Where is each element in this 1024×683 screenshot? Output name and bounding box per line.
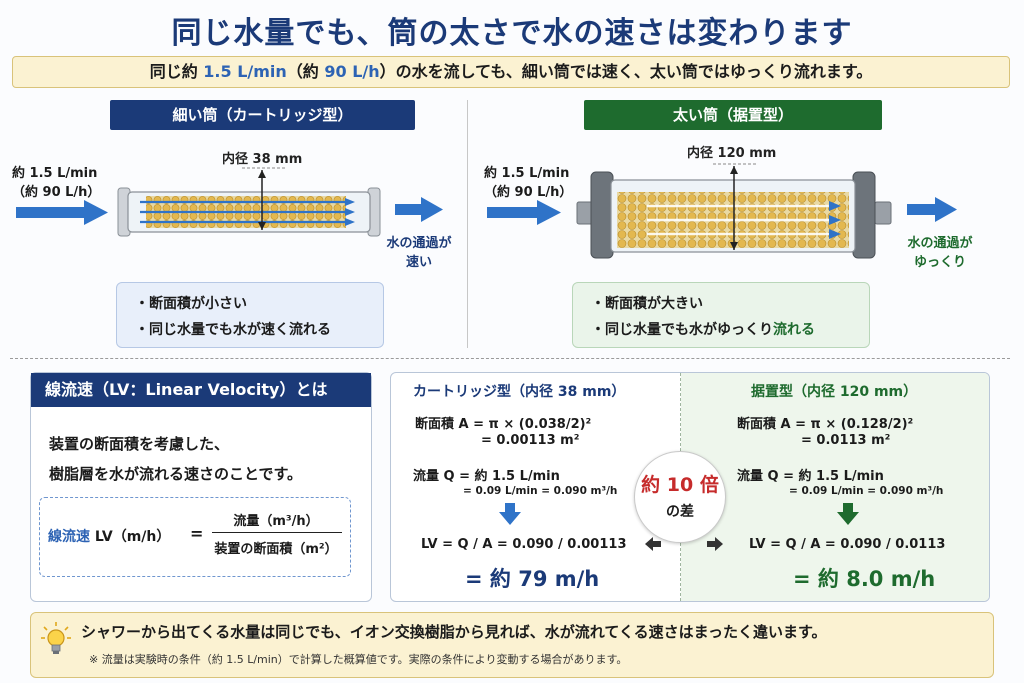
subtitle-text-1: 同じ約 (149, 62, 204, 81)
stationary-notes: ・断面積が大きい ・同じ水量でも水がゆっくり流れる (572, 282, 870, 348)
subtitle-text-3: ）の水を流しても、細い筒では速く、太い筒ではゆっくり流れます。 (379, 62, 873, 81)
stationary-outflow-label: 水の通過が ゆっくり (900, 234, 980, 272)
cartridge-outflow-label: 水の通過が 速い (384, 234, 454, 272)
calc-cartridge-lv: LV = Q / A = 0.090 / 0.00113 (421, 537, 627, 552)
lv-desc-line2: 樹脂層を水が流れる速さのことです。 (49, 465, 303, 483)
lv-header: 線流速（LV：Linear Velocity）とは (31, 373, 371, 407)
cartridge-outflow-line2: 速い (405, 255, 432, 270)
calc-stationary-area: 断面積 A = π × (0.128/2)² (737, 417, 914, 432)
stationary-inflow-lh: （約 90 L/h） (484, 185, 573, 200)
stationary-note-2: ・同じ水量でも水がゆっくり (591, 322, 773, 338)
subtitle-flow-lh: 90 L/h (324, 62, 380, 81)
calc-cartridge-flow-value: = 0.09 L/min = 0.090 m³/h (463, 485, 618, 497)
difference-ratio: 約 10 倍 (641, 474, 719, 496)
cartridge-outflow-line1: 水の通過が (386, 236, 452, 251)
subtitle-flow-lmin: 1.5 L/min (203, 62, 287, 81)
stationary-down-arrow-icon (837, 503, 859, 525)
calc-cartridge-area: 断面積 A = π × (0.038/2)² (415, 417, 592, 432)
page-title: 同じ水量でも、筒の太さで水の速さは変わります (171, 16, 853, 51)
subtitle-banner: 同じ約 1.5 L/min（約 90 L/h）の水を流しても、細い筒では速く、太… (12, 56, 1010, 88)
cartridge-header: 細い筒（カートリッジ型） (110, 100, 415, 130)
cartridge-inflow-arrow (16, 200, 108, 225)
calc-stationary-title: 据置型（内径 120 mm） (751, 384, 918, 400)
stationary-header: 太い筒（据置型） (584, 100, 882, 130)
stationary-note-1: ・断面積が大きい (591, 296, 703, 312)
cartridge-down-arrow-icon (499, 503, 521, 525)
lightbulb-icon (41, 622, 71, 654)
lv-term: 線流速 (48, 529, 90, 545)
stationary-note-2-emphasis: 流れる (773, 322, 815, 338)
lv-equals: = (190, 524, 204, 543)
arrow-right-icon (707, 537, 723, 551)
bottom-footnote: ※ 流量は実験時の条件（約 1.5 L/min）で計算した概算値です。実際の条件… (89, 653, 628, 666)
stationary-outflow-line2: ゆっくり (913, 255, 966, 270)
calc-stationary-result: = 約 8.0 m/h (793, 567, 936, 591)
cartridge-inflow-lh: （約 90 L/h） (12, 185, 101, 200)
arrow-left-icon (645, 537, 661, 551)
calc-stationary-lv: LV = Q / A = 0.090 / 0.0113 (749, 537, 946, 552)
lv-definition-card: 線流速（LV：Linear Velocity）とは 装置の断面積を考慮した、 樹… (30, 372, 372, 602)
difference-circle: 約 10 倍 の差 (634, 451, 726, 543)
calc-right-bg (681, 373, 989, 601)
lv-unit: LV（m/h） (90, 529, 171, 545)
lv-formula: 線流速 LV（m/h） = 流量（m³/h） 装置の断面積（m²） (39, 497, 351, 577)
cartridge-diagram (16, 167, 443, 237)
lv-formula-lhs: 線流速 LV（m/h） (48, 526, 170, 546)
cartridge-notes: ・断面積が小さい ・同じ水量でも水が速く流れる (116, 282, 384, 348)
calc-stationary-area-value: = 0.0113 m² (801, 433, 891, 448)
cartridge-note-2: ・同じ水量でも水が速く流れる (135, 322, 331, 338)
cartridge-inflow-lmin: 約 1.5 L/min (12, 166, 98, 181)
stationary-outflow-line1: 水の通過が (907, 236, 973, 251)
lv-desc-line1: 装置の断面積を考慮した、 (49, 435, 230, 453)
cartridge-outflow-arrow (395, 197, 443, 222)
stationary-diagram (487, 163, 957, 259)
vertical-divider (467, 100, 468, 348)
stationary-outflow-arrow (907, 197, 957, 222)
calc-cartridge-title: カートリッジ型（内径 38 mm） (413, 384, 626, 400)
bottom-main-message: シャワーから出てくる水量は同じでも、イオン交換樹脂から見れば、水が流れてくる速さ… (81, 623, 827, 641)
calc-cartridge-result: = 約 79 m/h (465, 567, 600, 591)
cartridge-inflow-label: 約 1.5 L/min （約 90 L/h） (12, 164, 100, 202)
stationary-inflow-arrow (487, 200, 561, 225)
section-divider (10, 358, 1010, 359)
lv-numerator: 流量（m³/h） (233, 514, 319, 529)
calc-cartridge-area-value: = 0.00113 m² (481, 433, 580, 448)
calc-cartridge-flow: 流量 Q = 約 1.5 L/min (413, 469, 560, 484)
cartridge-diameter-label: 内径 38 mm (222, 152, 303, 167)
lv-fraction-bar (212, 532, 342, 533)
bottom-banner: シャワーから出てくる水量は同じでも、イオン交換樹脂から見れば、水が流れてくる速さ… (30, 612, 994, 678)
subtitle-text-2: （約 (286, 62, 325, 81)
calc-stationary-flow: 流量 Q = 約 1.5 L/min (737, 469, 884, 484)
lv-denominator: 装置の断面積（m²） (214, 542, 338, 557)
lv-description: 装置の断面積を考慮した、 樹脂層を水が流れる速さのことです。 (49, 429, 302, 489)
difference-label: の差 (666, 504, 694, 520)
calc-stationary-flow-value: = 0.09 L/min = 0.090 m³/h (789, 485, 944, 497)
stationary-diameter-label: 内径 120 mm (687, 146, 777, 161)
stationary-inflow-label: 約 1.5 L/min （約 90 L/h） (484, 164, 572, 202)
stationary-inflow-lmin: 約 1.5 L/min (484, 166, 570, 181)
cartridge-note-1: ・断面積が小さい (135, 296, 247, 312)
